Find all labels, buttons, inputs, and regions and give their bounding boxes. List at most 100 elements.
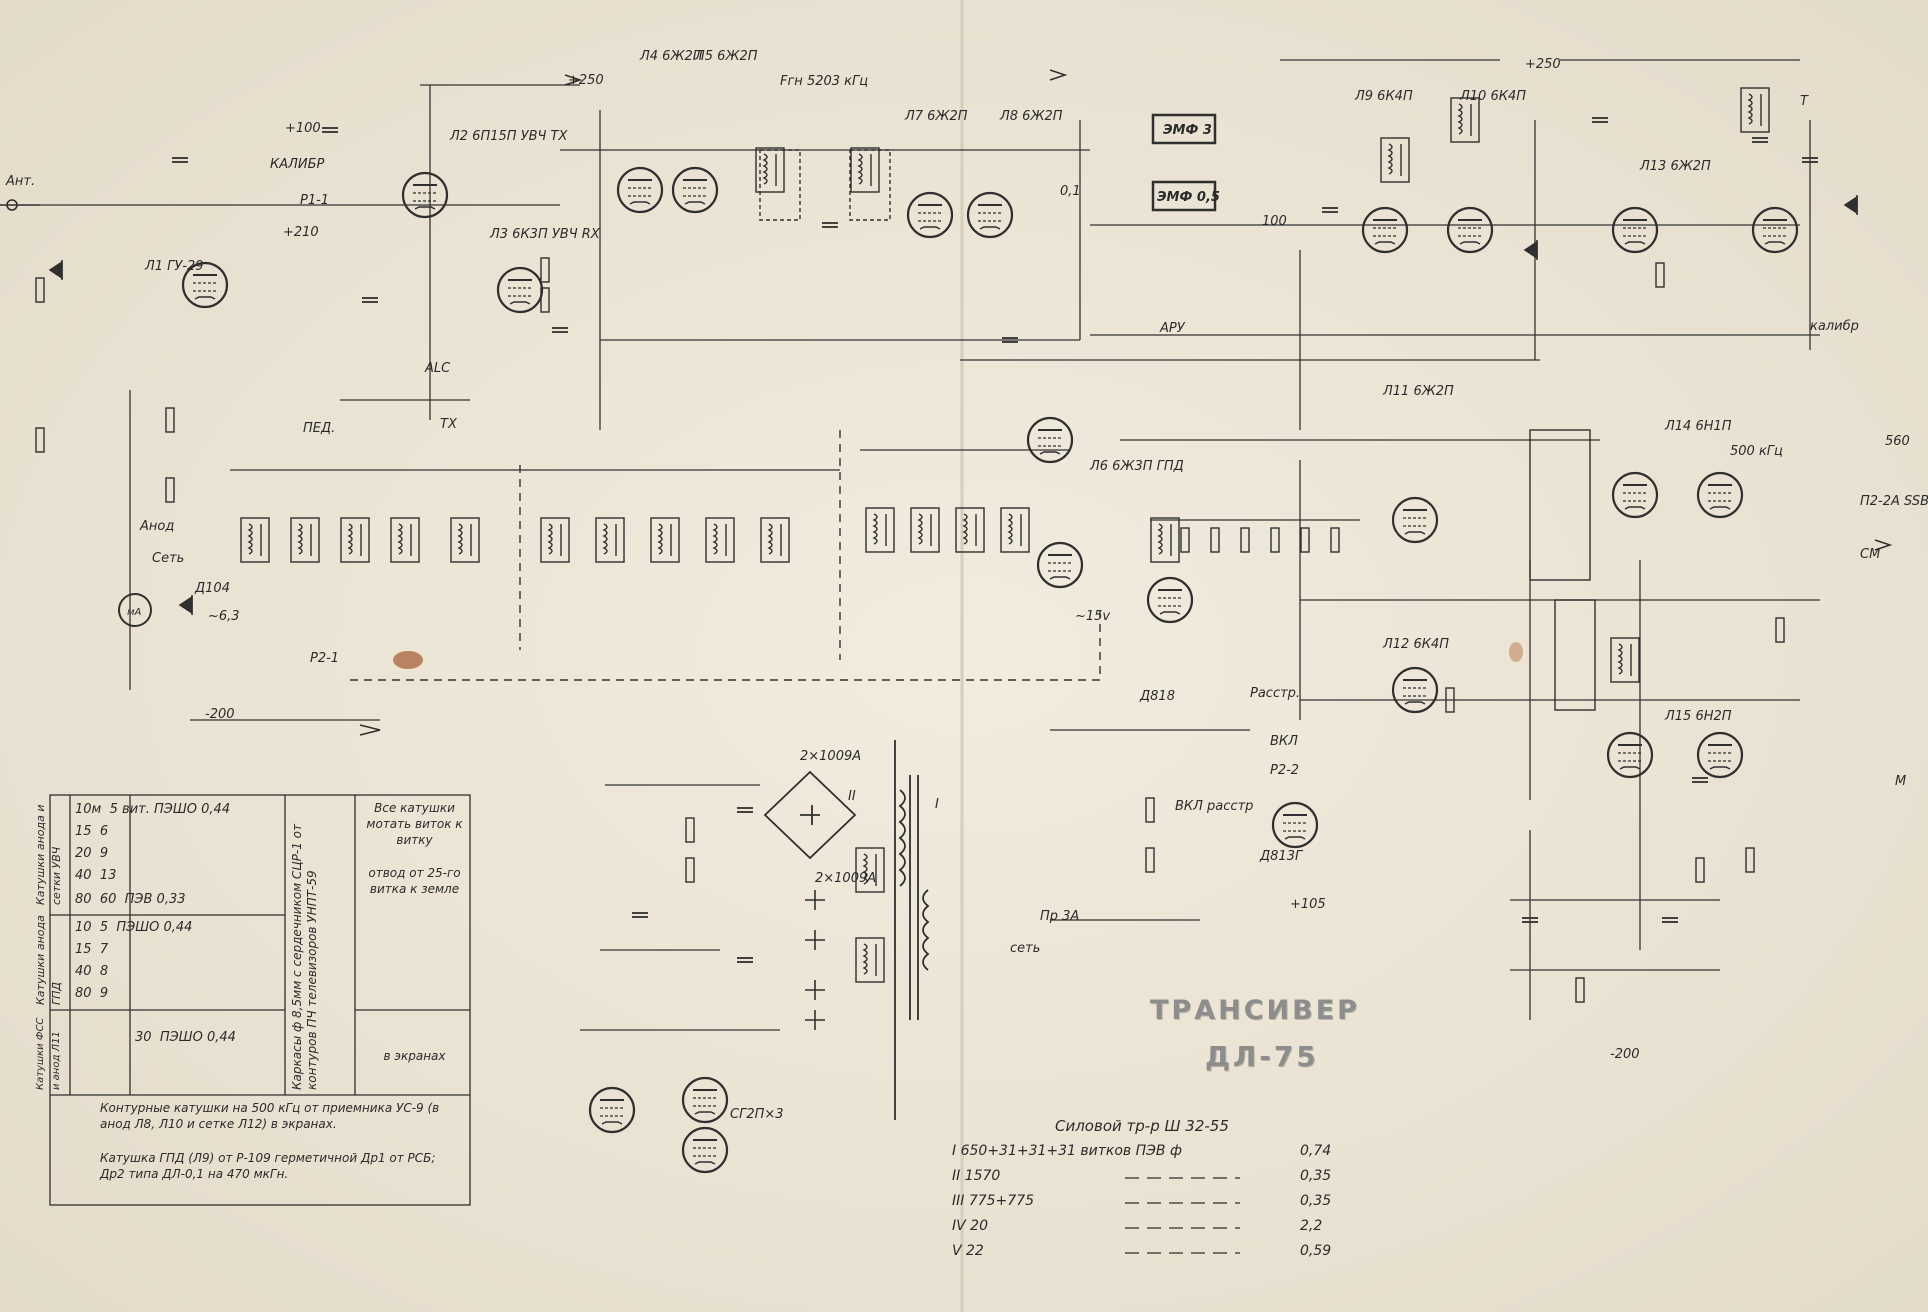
tr-row-4-wire: 2,2	[1300, 1218, 1323, 1234]
label-n6: ~6,3	[208, 609, 240, 624]
coil-table-row: 40 8	[75, 964, 109, 979]
label-v100: +100	[285, 121, 321, 136]
label-m200b: -200	[1610, 1047, 1640, 1062]
all-coils-note: Все катушки мотать виток к витку	[366, 801, 463, 847]
label-l12: Л12 6К4П	[1382, 637, 1449, 652]
screens-note: в экранах	[383, 1049, 446, 1063]
stain	[393, 651, 423, 669]
label-emf3: ЭМФ 3	[1163, 123, 1212, 138]
if-can-2	[849, 149, 891, 221]
label-tr: Т	[1800, 94, 1809, 109]
label-p2: Р2-1	[310, 651, 339, 666]
transformer-header: Силовой тр-р Ш 32-55	[1055, 1117, 1229, 1135]
label-l2: Л2 6П15П УВЧ ТХ	[449, 129, 569, 144]
label-l7: Л7 6Ж2П	[904, 109, 968, 124]
coil-table-row: 10 5 ПЭШО 0,44	[75, 920, 193, 935]
label-l5: Л5 6Ж2П	[694, 49, 758, 64]
tr-row-5-wire: 0,59	[1300, 1243, 1332, 1259]
label-ssb: П2-2А SSB	[1860, 494, 1928, 509]
arrow-markers	[359, 69, 1893, 736]
label-cm: СМ	[1860, 547, 1880, 562]
label-rastr2: ВКЛ расстр	[1175, 799, 1253, 814]
label-alc: ALC	[424, 361, 451, 376]
label-anod: Анод	[139, 519, 174, 534]
label-kr2: 2×1009А	[815, 871, 876, 886]
label-i: I	[935, 797, 939, 812]
diode-markers	[48, 195, 1858, 615]
coil-band: 10м	[75, 802, 102, 817]
power-transformer	[894, 740, 930, 1120]
label-ma: мА	[127, 607, 142, 618]
coil-group-2: Катушки анода ГПД	[34, 915, 63, 1005]
label-set: Сеть	[152, 551, 184, 566]
label-m200: -200	[205, 707, 235, 722]
if-transformer	[1554, 599, 1596, 711]
footnote-1: Контурные катушки на 500 кГц от приемник…	[100, 1101, 440, 1131]
label-gpd: Л6 6Ж3П ГПД	[1089, 459, 1184, 474]
title-line1: ТРАНСИВЕР	[1150, 995, 1360, 1026]
coil-turns: 5	[109, 802, 118, 817]
label-l10: Л10 6К4П	[1459, 89, 1526, 104]
label-mkf: 500 кГц	[1730, 444, 1783, 459]
tap-note: отвод от 25-го витка к земле	[368, 866, 461, 896]
coil-table-row: 80 9	[75, 986, 109, 1001]
coil-group-3: Катушки ФСС и анод Л11	[35, 1017, 62, 1090]
coil-group-1: Катушки анода и сетки УВЧ	[34, 804, 63, 905]
label-r1: Р1-1	[300, 193, 329, 208]
label-v250: +250	[568, 73, 604, 88]
tr-row-2-winding: II 1570	[952, 1168, 1001, 1184]
coil-table-row: 20 9	[75, 846, 109, 861]
rectifier-diodes	[805, 890, 825, 1030]
label-d813: Д813Г	[1259, 849, 1304, 864]
filter-emf05	[1151, 180, 1217, 212]
coil-wire: ПЭШО	[154, 802, 197, 817]
label-l8: Л8 6Ж2П	[999, 109, 1063, 124]
label-kalibr2: калибр	[1810, 319, 1859, 334]
label-l3: Л3 6К3П УВЧ RX	[489, 227, 601, 242]
tr-row-3-wire: 0,35	[1300, 1193, 1332, 1209]
coil-table-row: 30 ПЭШО 0,44	[135, 1030, 236, 1045]
label-l14: Л14 6Н1П	[1664, 419, 1732, 434]
label-l4: Л4 6Ж2П	[639, 49, 703, 64]
tr-row-5-winding: V 22	[952, 1243, 984, 1259]
stain	[1509, 642, 1523, 662]
label-v105: +105	[1290, 897, 1326, 912]
tr-row-2-wire: 0,35	[1300, 1168, 1332, 1184]
label-ant: Ант.	[5, 174, 35, 189]
tr-row-1-winding: I 650+31+31+31 витков ПЭВ ф	[952, 1143, 1182, 1159]
label-vkl: ВКЛ	[1270, 734, 1298, 749]
label-c01: 0,1	[1060, 184, 1081, 199]
tr-row-4-winding: IV 20	[952, 1218, 988, 1234]
coil-table-row: 15 7	[75, 942, 109, 957]
coil-table-grid	[49, 794, 471, 1206]
coil-dia: 0,44	[201, 802, 231, 817]
coil-table-row: 40 13	[75, 868, 117, 883]
label-kr: 2×1009А	[800, 749, 861, 764]
label-d818: Д818	[1139, 689, 1175, 704]
coil-table-row: 10м 5 вит. ПЭШО 0,44	[75, 802, 231, 817]
label-l9: Л9 6К4П	[1354, 89, 1413, 104]
label-n15: ~15v	[1075, 609, 1110, 624]
title-line2: ДЛ-75	[1205, 1040, 1319, 1073]
coil-table-row: 15 6	[75, 824, 109, 839]
label-l11: Л11 6Ж2П	[1382, 384, 1454, 399]
label-rastr: Расстр.	[1250, 686, 1300, 701]
label-emf05: ЭМФ 0,5	[1157, 190, 1220, 205]
if-can-1	[759, 149, 801, 221]
label-m: М	[1895, 774, 1906, 789]
label-d104: Д104	[194, 581, 230, 596]
label-kalibr: КАЛИБР	[270, 157, 325, 172]
label-tx: TX	[440, 417, 458, 432]
bridge-rectifier	[763, 770, 857, 860]
label-v250b: +250	[1525, 57, 1561, 72]
tr-row-3-winding: III 775+775	[952, 1193, 1035, 1209]
label-pr3a: Пр 3А	[1040, 909, 1079, 924]
label-l15: Л15 6Н2П	[1664, 709, 1732, 724]
label-l13: Л13 6Ж2П	[1639, 159, 1711, 174]
label-c02: 100	[1262, 214, 1287, 229]
label-r560: 560	[1885, 434, 1910, 449]
label-l16: СГ2П×3	[730, 1107, 784, 1122]
label-r212: Р2-2	[1270, 763, 1299, 778]
tr-table-lines	[1125, 1177, 1240, 1254]
